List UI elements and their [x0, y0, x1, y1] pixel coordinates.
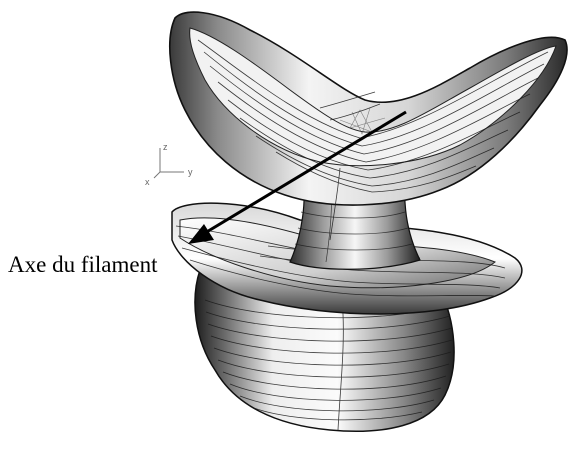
axes-triad: z y x	[145, 142, 193, 187]
x-axis-label: x	[145, 177, 150, 187]
filament-axis-label: Axe du filament	[8, 252, 158, 277]
x-axis-line	[153, 171, 161, 179]
y-axis-label: y	[188, 167, 193, 177]
upper-bowl	[169, 11, 568, 241]
filament-axis-arrow	[188, 110, 407, 244]
z-axis-label: z	[163, 142, 168, 152]
